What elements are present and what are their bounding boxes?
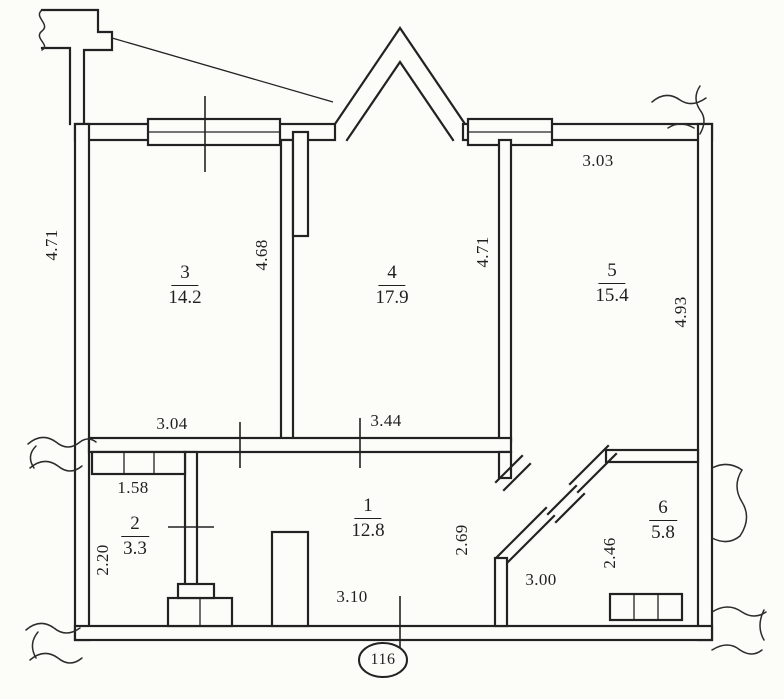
bay-outer-wall xyxy=(333,26,467,126)
dim-bottom: 3.10 xyxy=(336,587,368,606)
diagonal-wall-lower xyxy=(494,506,556,568)
door-mark xyxy=(546,484,586,524)
room-number: 5 xyxy=(598,260,626,284)
dim-room6-height: 2.46 xyxy=(600,537,619,569)
room-area: 14.2 xyxy=(168,286,202,308)
chimney-outline xyxy=(40,8,114,126)
room-2-label: 2 3.3 xyxy=(121,513,149,561)
bay-wall-fill xyxy=(335,28,465,140)
room-area: 5.8 xyxy=(651,521,675,543)
dim-top-right: 3.03 xyxy=(582,151,614,170)
dim-room4-wall: 4.71 xyxy=(473,236,492,268)
break-mark xyxy=(38,9,46,51)
dim-room3-wall: 4.68 xyxy=(252,239,271,271)
closet-cells xyxy=(90,450,187,476)
steps-upper xyxy=(176,582,216,600)
dim-left-wall: 4.71 xyxy=(42,229,61,261)
room-number: 6 xyxy=(649,497,677,521)
room-area: 12.8 xyxy=(351,519,385,541)
door-mark xyxy=(494,454,532,492)
left-wall xyxy=(73,122,91,642)
dim-closet: 1.58 xyxy=(117,478,149,497)
corridor-wall xyxy=(87,436,513,454)
room-3-label: 3 14.2 xyxy=(168,262,201,310)
right-wall xyxy=(696,122,714,642)
dim-diagonal: 3.00 xyxy=(525,570,557,589)
room-area: 17.9 xyxy=(375,286,409,308)
dim-right-wall: 4.93 xyxy=(671,296,690,328)
dim-corridor-left: 3.04 xyxy=(156,414,188,433)
room-5-label: 5 15.4 xyxy=(595,260,628,308)
room-number: 3 xyxy=(171,262,199,286)
dim-corridor-mid: 3.44 xyxy=(370,411,402,430)
dim-room1-height: 2.69 xyxy=(452,524,471,556)
roof-line xyxy=(111,37,334,103)
unit-circle xyxy=(358,642,408,678)
room-area: 3.3 xyxy=(123,537,147,559)
duct-pilaster xyxy=(291,130,310,238)
wall-room4-room5 xyxy=(497,138,513,444)
bay-inner-wall xyxy=(345,60,455,142)
diagonal-wall-upper xyxy=(568,444,618,494)
wall-room3-room4 xyxy=(279,138,295,444)
room-1-label: 1 12.8 xyxy=(351,495,384,543)
room2-wall xyxy=(183,450,199,590)
dim-room2-height: 2.20 xyxy=(93,544,112,576)
chimney-inner-line xyxy=(40,46,72,126)
bottom-wall xyxy=(73,624,714,642)
room-6-label: 6 5.8 xyxy=(649,497,677,545)
vent-grille xyxy=(608,592,684,622)
room-4-label: 4 17.9 xyxy=(375,262,408,310)
room6-top-wall xyxy=(604,448,700,464)
room-area: 15.4 xyxy=(595,284,629,306)
room-number: 4 xyxy=(378,262,406,286)
pillar-duct xyxy=(270,530,310,628)
room-number: 1 xyxy=(354,495,382,519)
break-marks xyxy=(25,85,767,664)
room1-right-wall xyxy=(493,556,509,628)
room-number: 2 xyxy=(121,513,149,537)
unit-number: 116 xyxy=(370,651,396,668)
